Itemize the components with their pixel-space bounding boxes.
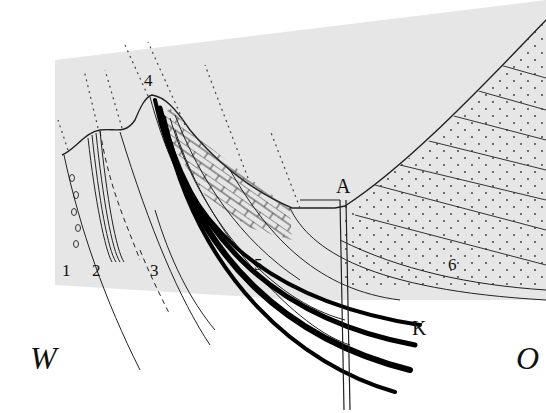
stratum-number: 1 [62, 262, 71, 279]
stratum-number: 4 [144, 72, 153, 89]
stratum-number: 6 [448, 256, 457, 273]
direction-label: O [516, 342, 539, 374]
stratum-number: 2 [92, 262, 101, 279]
direction-label: W [30, 342, 57, 374]
stratum-number: 3 [150, 262, 159, 279]
stratum-number: 5 [254, 256, 263, 273]
borehole-label: A [336, 176, 350, 196]
coal-seam-label: K [412, 318, 426, 338]
